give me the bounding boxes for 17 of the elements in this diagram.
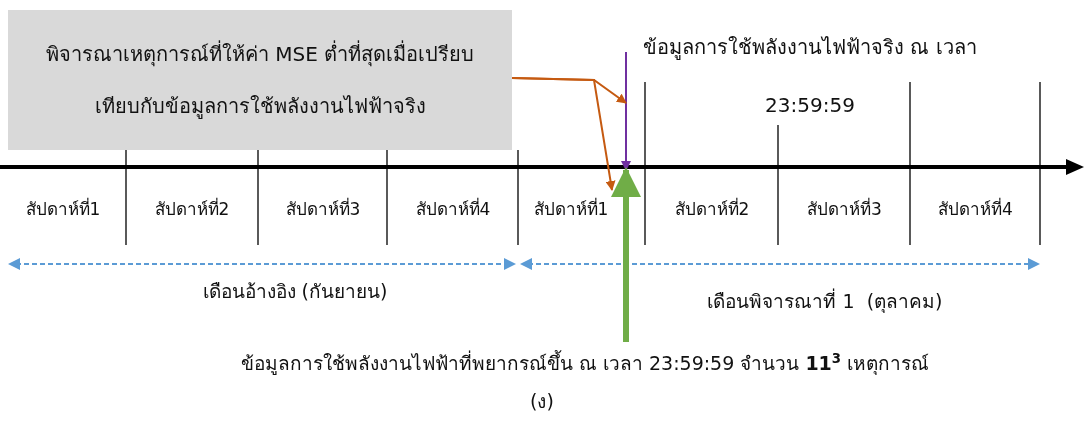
caption: (ง) — [529, 390, 555, 413]
week-label: สัปดาห์ที่2 — [128, 192, 256, 226]
note-box: พิจารณาเหตุการณ์ที่ให้ค่า MSE ต่ำที่สุดเมื่อเปรียบเทียบกับข้อมูลการใช้พลังงานไฟฟ้าจริง — [8, 10, 512, 150]
week-label: สัปดาห์ที่1 — [2, 192, 124, 226]
week-label: สัปดาห์ที่4 — [389, 192, 517, 226]
week-label: สัปดาห์ที่4 — [912, 192, 1039, 226]
month-label: เดือนพิจารณาที่ 1 (ตุลาคม) — [706, 290, 944, 313]
arrow — [621, 51, 631, 171]
month-label: เดือนอ้างอิง (กันยายน) — [201, 280, 389, 303]
arrow — [511, 77, 616, 191]
week-label: สัปดาห์ที่2 — [647, 192, 777, 226]
arrow — [611, 167, 641, 342]
week-label: สัปดาห์ที่3 — [260, 192, 386, 226]
week-label: สัปดาห์ที่1 — [520, 170, 640, 226]
forecast-text: ข้อมูลการใช้พลังงานไฟฟ้าที่พยากรณ์ขึ้น ณ เวลา 23:59:59 จำนวน 11$^{3}$ เหตุการณ์ — [110, 342, 1060, 376]
week-label: สัปดาห์ที่3 — [780, 192, 909, 226]
annotation-text: ข้อมูลการใช้พลังงานไฟฟ้าจริง ณ เวลา 23:59:59 — [626, 18, 980, 128]
